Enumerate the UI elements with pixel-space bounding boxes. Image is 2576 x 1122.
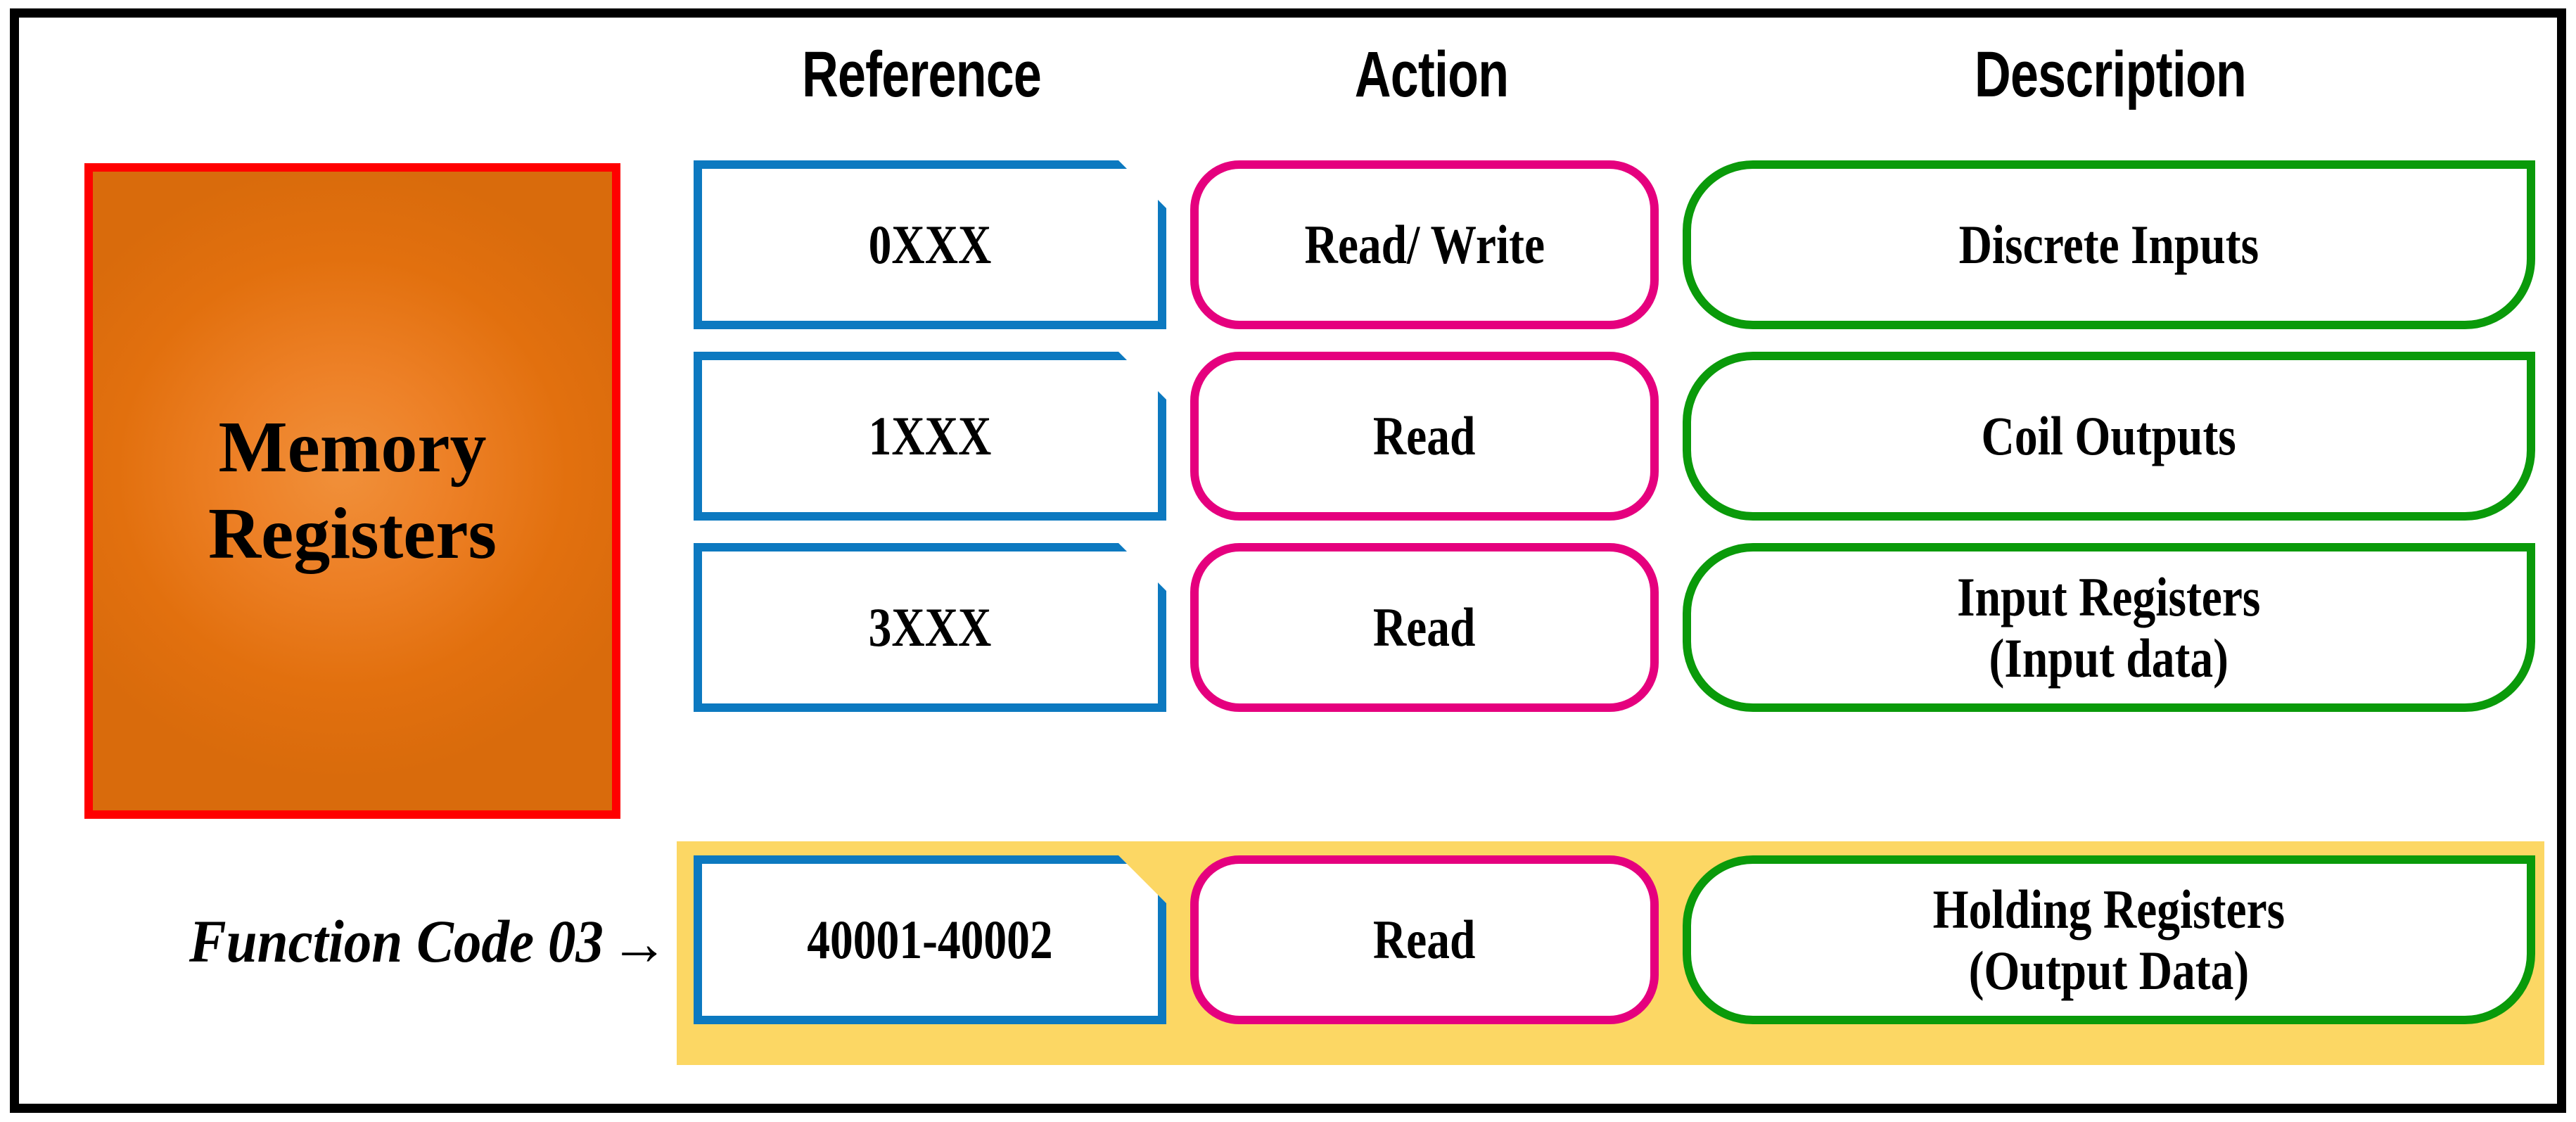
outer-frame [10,8,2566,1113]
description-value: Input Registers (Input data) [1957,566,2261,689]
table-row[interactable]: Discrete Inputs [1683,160,2535,329]
function-code-label: Function Code 03 [189,907,604,975]
table-row[interactable]: 0XXX [694,160,1166,329]
table-row[interactable]: 3XXX [694,543,1166,712]
table-row[interactable]: Read [1190,855,1659,1024]
memory-registers-block: Memory Registers [84,163,620,819]
table-row[interactable]: Read [1190,352,1659,521]
function-code-annotation: Function Code 03→ [73,911,668,976]
reference-value: 3XXX [868,597,992,658]
column-header-description: Description [1974,39,2247,110]
reference-value: 40001-40002 [807,909,1053,971]
arrow-right-icon: → [610,909,668,978]
table-row[interactable]: Coil Outputs [1683,352,2535,521]
memory-registers-label: Memory Registers [208,407,497,574]
table-row[interactable]: Holding Registers (Output Data) [1683,855,2535,1024]
table-row[interactable]: Read/ Write [1190,160,1659,329]
description-value: Holding Registers (Output Data) [1932,878,2285,1001]
action-value: Read [1373,909,1476,971]
reference-value: 1XXX [868,405,992,467]
table-row[interactable]: 1XXX [694,352,1166,521]
table-row[interactable]: 40001-40002 [694,855,1166,1024]
table-row[interactable]: Input Registers (Input data) [1683,543,2535,712]
column-header-reference: Reference [801,39,1042,110]
action-value: Read [1373,597,1476,658]
reference-value: 0XXX [868,214,992,276]
description-value: Coil Outputs [1981,405,2237,467]
action-value: Read/ Write [1304,214,1545,276]
table-row[interactable]: Read [1190,543,1659,712]
description-value: Discrete Inputs [1958,214,2259,276]
column-header-action: Action [1354,39,1509,110]
action-value: Read [1373,405,1476,467]
